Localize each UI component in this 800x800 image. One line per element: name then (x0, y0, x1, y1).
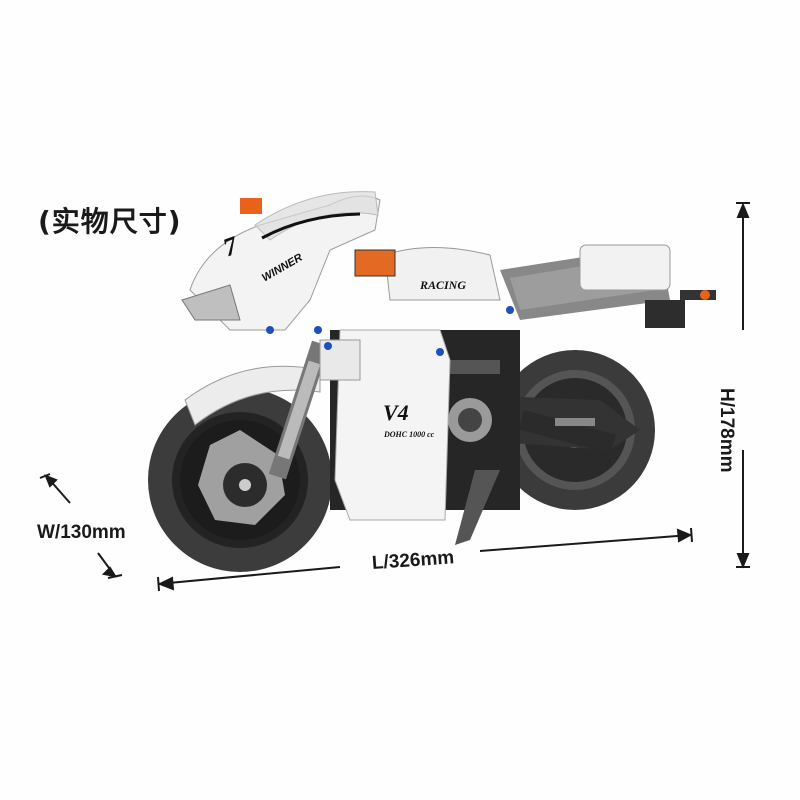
width-dimension-arrow (39, 473, 123, 579)
fairing-brick (319, 339, 361, 381)
front-fender (184, 365, 321, 426)
side-fairing (334, 329, 451, 521)
front-suspension (268, 340, 330, 480)
blue-pins (266, 306, 514, 356)
tail-section (500, 244, 716, 328)
front-wheel (148, 388, 332, 572)
windscreen-stripe (261, 212, 361, 240)
orange-indicator (240, 198, 262, 214)
kickstand (455, 470, 500, 545)
width-label: W/130mm (37, 522, 126, 543)
fuel-tank (384, 247, 501, 301)
v4-badge: V4 (383, 400, 409, 425)
headlight (181, 284, 241, 321)
height-dimension-arrow (736, 202, 750, 569)
height-label: H/178mm (716, 388, 737, 473)
length-dimension-arrow (157, 527, 693, 592)
dohc-subtext: DOHC 1000 cc (384, 430, 435, 439)
racing-decal: RACING (420, 278, 467, 292)
dashboard-panel (354, 249, 396, 277)
actual-size-title: (实物尺寸) (38, 205, 182, 238)
